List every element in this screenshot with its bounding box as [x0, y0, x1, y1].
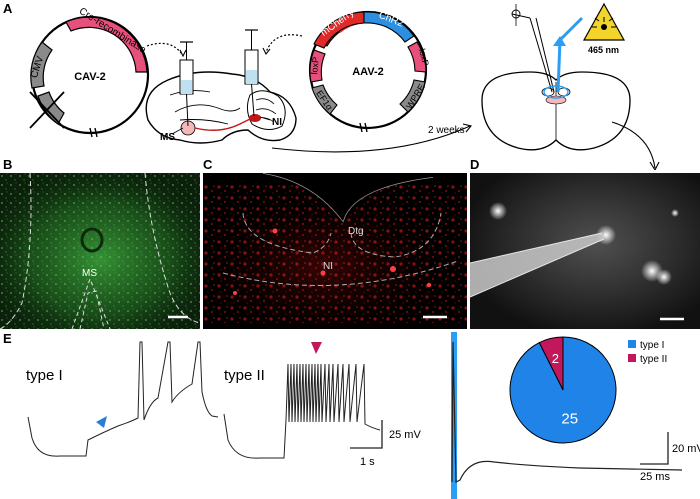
plasmid2-loxp-right: loxP: [417, 48, 431, 67]
trace-light-response: [451, 341, 683, 483]
region-label-ms: MS: [82, 268, 97, 279]
legend-label-type1: type I: [640, 340, 664, 351]
plasmid2-name: AAV-2: [352, 66, 384, 78]
plasmid2-loxp-left: loxP: [309, 56, 321, 74]
laser-label: 465 nm: [588, 45, 619, 55]
syringe-left: [179, 41, 194, 127]
patch-pipette: [511, 4, 555, 93]
pie-label-type1: 25: [561, 410, 578, 427]
pie-chart: 2 25: [509, 336, 617, 444]
plasmid1-name: CAV-2: [74, 71, 106, 83]
trace-type1: [27, 341, 219, 457]
plasmid-cav2: [29, 15, 150, 138]
ef1a-segment: [311, 84, 338, 115]
arrow-type2-icon: [311, 342, 322, 354]
scale-bar-2: [640, 432, 669, 465]
pie-slice-type1: [509, 336, 617, 444]
region-label-dtg: Dtg: [348, 226, 364, 237]
plasmid-aav2: [308, 10, 428, 133]
cmv-segment: [30, 41, 53, 89]
chr2-segment: [363, 11, 415, 43]
scale-voltage-1: 25 mV: [389, 429, 421, 441]
panel-letter-b: B: [3, 157, 13, 172]
panel-letter-c: C: [203, 157, 213, 172]
brain-label-ni: NI: [272, 117, 282, 128]
panel-letter-a: A: [3, 1, 13, 16]
trace-type2: [223, 363, 381, 459]
legend-label-type2: type II: [640, 354, 667, 365]
panel-letter-e: E: [3, 331, 12, 346]
panel-letter-d: D: [470, 157, 480, 172]
time-label: 2 weeks: [428, 125, 465, 136]
micrograph-ms: MS: [0, 173, 200, 329]
scale-bar-1: [350, 420, 383, 449]
loxp-right-segment: [407, 41, 427, 73]
pie-label-type2: 2: [552, 351, 559, 366]
wpre-segment: [399, 79, 426, 113]
trace-label-type1: type I: [26, 367, 63, 384]
panel-e-traces: type I type II 25 mV 1 s 20 mV 25 ms 2 25…: [26, 332, 700, 499]
laser-warning-icon: [582, 2, 626, 41]
syringe-right: [244, 29, 259, 117]
brain-coronal-slice: [481, 71, 631, 151]
scale-time-1: 1 s: [360, 456, 375, 468]
loxp-left-segment: [309, 49, 326, 83]
micrograph-ni: Dtg NI: [203, 173, 467, 329]
region-label-ni: NI: [323, 261, 333, 272]
optic-fiber: [543, 16, 584, 99]
trace-label-type2: type II: [224, 367, 265, 384]
legend-swatch-type2: [628, 354, 636, 362]
panel-a-schematic: CAV-2 CMV Cre-recombinase: [29, 2, 660, 170]
brain-label-ms: MS: [160, 132, 175, 143]
cre-segment: [65, 16, 148, 73]
plasmid1-gene: Cre-recombinase: [77, 6, 148, 56]
micrograph-patch: [470, 173, 700, 329]
legend-swatch-type1: [628, 340, 636, 348]
arrow-type1-icon: [96, 416, 107, 428]
scale-time-2: 25 ms: [640, 471, 670, 483]
scale-voltage-2: 20 mV: [672, 443, 700, 455]
